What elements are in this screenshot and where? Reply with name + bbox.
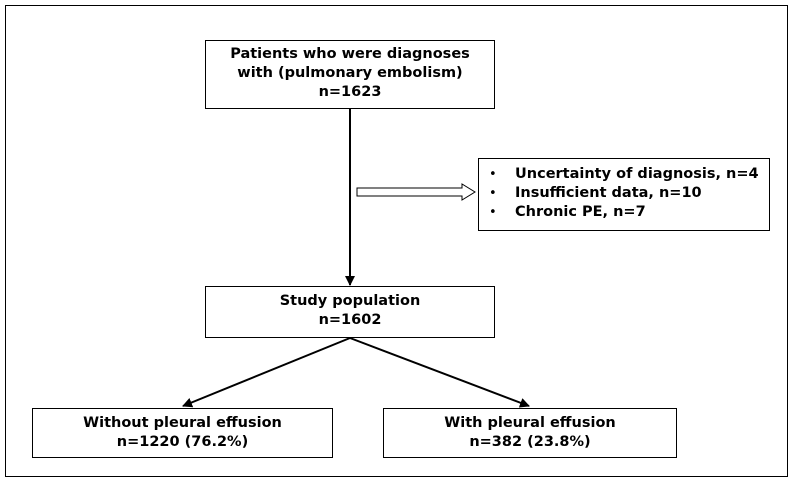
exclusion-item: • Uncertainty of diagnosis, n=4 xyxy=(489,165,769,184)
without-count: n=1220 (76.2%) xyxy=(116,434,249,450)
without-title: Without pleural effusion xyxy=(83,415,282,431)
with-effusion-box: With pleural effusion n=382 (23.8%) xyxy=(383,408,677,458)
patients-count: n=1623 xyxy=(318,84,382,100)
with-count: n=382 (23.8%) xyxy=(469,434,591,450)
exclusion-uncertainty: Uncertainty of diagnosis, n=4 xyxy=(515,166,759,182)
exclusion-item: • Insufficient data, n=10 xyxy=(489,184,769,203)
outer-frame xyxy=(5,5,788,477)
without-effusion-box: Without pleural effusion n=1220 (76.2%) xyxy=(32,408,333,458)
patients-line-1: Patients who were diagnoses xyxy=(230,46,470,62)
study-title: Study population xyxy=(279,293,421,309)
exclusion-insufficient-data: Insufficient data, n=10 xyxy=(515,185,702,201)
study-population-box: Study population n=1602 xyxy=(205,286,495,338)
bullet: • xyxy=(489,167,497,182)
bullet: • xyxy=(489,205,497,220)
patients-line-2: with (pulmonary embolism) xyxy=(237,65,463,81)
exclusion-item: • Chronic PE, n=7 xyxy=(489,203,769,222)
arrow-study-to-without xyxy=(182,337,351,408)
exclusions-box: • Uncertainty of diagnosis, n=4 • Insuff… xyxy=(478,158,770,231)
exclusion-arrow xyxy=(356,183,476,201)
with-title: With pleural effusion xyxy=(444,415,616,431)
bullet: • xyxy=(489,186,497,201)
study-count: n=1602 xyxy=(318,312,382,328)
patients-box: Patients who were diagnoses with (pulmon… xyxy=(205,40,495,109)
exclusion-chronic-pe: Chronic PE, n=7 xyxy=(515,204,646,220)
arrow-study-to-with xyxy=(349,337,530,408)
